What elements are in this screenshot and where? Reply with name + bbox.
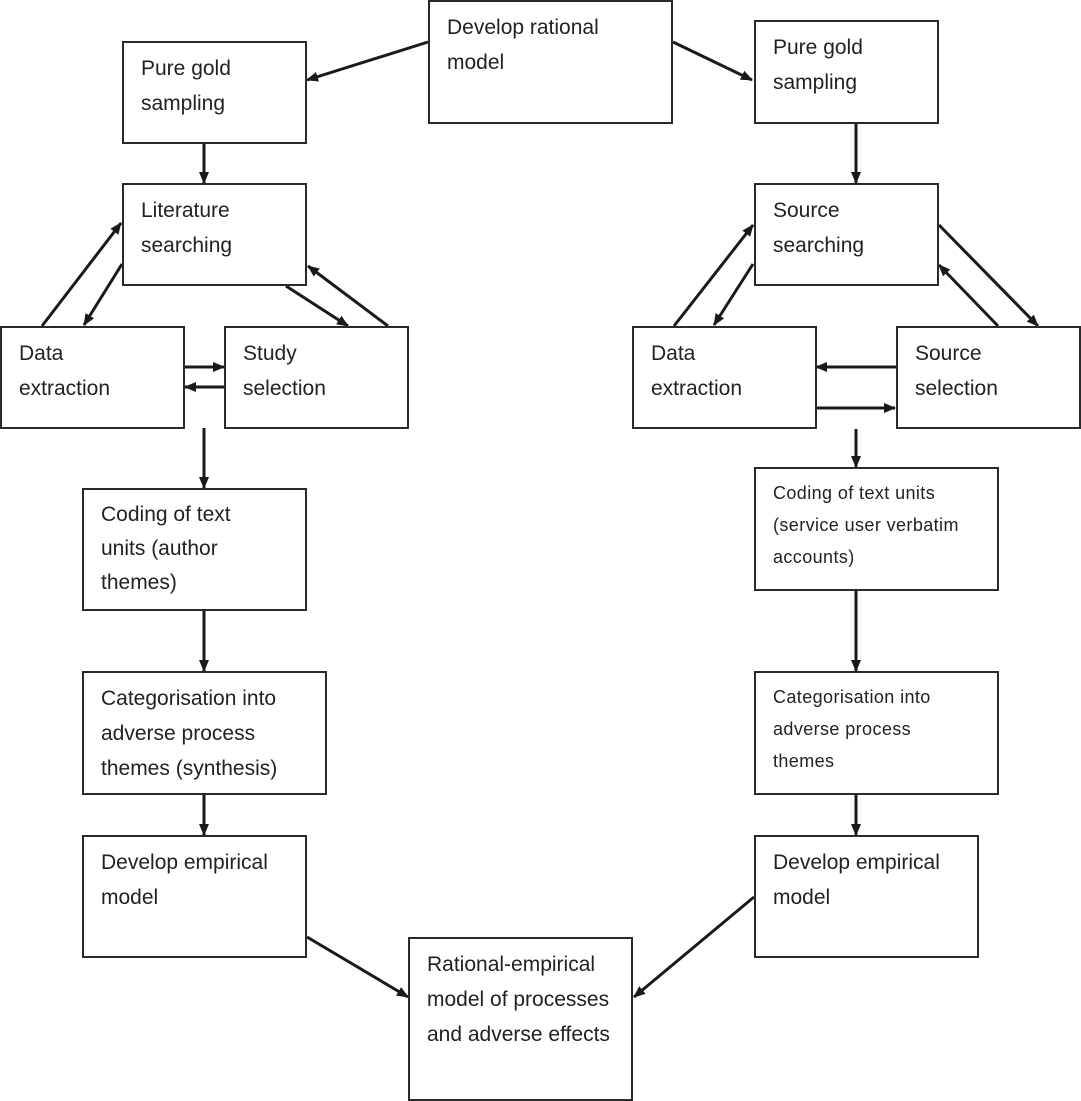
left-develop-empirical-model-label: Develop empirical model <box>101 851 268 909</box>
right-data-extraction-box: Data extraction <box>632 326 817 429</box>
arrow-rational-to-right-sampling <box>672 40 753 82</box>
arrow-left-study-to-literature <box>307 264 389 328</box>
arrow-right-selection-to-source <box>937 263 1000 328</box>
arrow-left-literature-to-study <box>285 284 349 328</box>
study-selection-box: Study selection <box>224 326 409 429</box>
left-develop-empirical-model-box: Develop empirical model <box>82 835 307 958</box>
source-selection-box: Source selection <box>896 326 1081 429</box>
right-pure-gold-sampling-box: Pure gold sampling <box>754 20 939 124</box>
right-categorisation-box: Categorisation into adverse process them… <box>754 671 999 795</box>
right-pure-gold-sampling-label: Pure gold sampling <box>773 36 863 94</box>
literature-searching-box: Literature searching <box>122 183 307 286</box>
study-selection-label: Study selection <box>243 342 326 400</box>
arrow-right-source-to-extraction <box>712 263 755 326</box>
right-categorisation-label: Categorisation into adverse process them… <box>773 687 931 771</box>
arrow-right-empirical-to-final <box>633 895 755 999</box>
arrow-left-extraction-to-literature <box>40 222 123 327</box>
literature-searching-label: Literature searching <box>141 199 233 257</box>
source-searching-label: Source searching <box>773 199 865 257</box>
left-categorisation-box: Categorisation into adverse process them… <box>82 671 327 795</box>
left-data-extraction-label: Data extraction <box>19 342 111 400</box>
right-develop-empirical-model-label: Develop empirical model <box>773 851 940 909</box>
arrow-left-empirical-to-final <box>306 935 409 999</box>
right-data-extraction-label: Data extraction <box>651 342 743 400</box>
rational-empirical-model-box: Rational-empirical model of processes an… <box>408 937 633 1101</box>
develop-rational-model-box: Develop rational model <box>428 0 673 124</box>
left-coding-text-units-label: Coding of text units (author themes) <box>101 503 231 594</box>
left-data-extraction-box: Data extraction <box>0 326 185 429</box>
arrow-rational-to-left-sampling <box>306 40 429 82</box>
arrow-right-source-to-selection <box>937 223 1040 328</box>
rational-empirical-model-label: Rational-empirical model of processes an… <box>427 953 610 1046</box>
right-coding-text-units-label: Coding of text units (service user verba… <box>773 483 959 567</box>
arrow-right-extraction-to-source <box>672 224 755 327</box>
source-selection-label: Source selection <box>915 342 998 400</box>
develop-rational-model-label: Develop rational model <box>447 16 599 74</box>
source-searching-box: Source searching <box>754 183 939 286</box>
left-coding-text-units-box: Coding of text units (author themes) <box>82 488 307 611</box>
left-pure-gold-sampling-label: Pure gold sampling <box>141 57 231 115</box>
right-coding-text-units-box: Coding of text units (service user verba… <box>754 467 999 591</box>
right-develop-empirical-model-box: Develop empirical model <box>754 835 979 958</box>
left-pure-gold-sampling-box: Pure gold sampling <box>122 41 307 144</box>
arrow-left-literature-to-extraction <box>82 263 124 326</box>
left-categorisation-label: Categorisation into adverse process them… <box>101 687 278 780</box>
